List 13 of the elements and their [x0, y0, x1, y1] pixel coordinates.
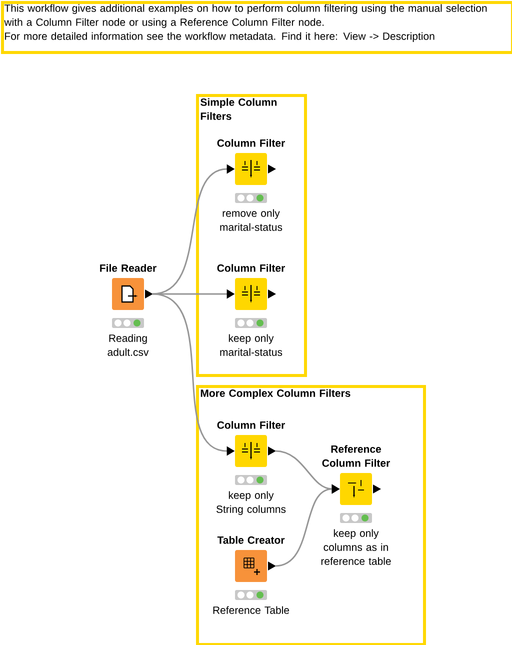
node-description: Reading adult.csv — [108, 334, 149, 356]
node-title: Column Filter — [217, 421, 285, 429]
node-description: keep only marital-status — [220, 334, 282, 356]
node-title: Column Filter — [217, 264, 285, 272]
note-box: This workflow gives additional examples on how to perform column filtering using the manual selection with a Column Filter node or using a Reference Column Filter node. For more detailed information see the workflow metadata. Find it here: View -> Description — [1, 1, 512, 54]
node-title: Column Filter — [217, 139, 285, 147]
node-title: Reference Column Filter — [322, 445, 390, 467]
node-description: keep only String columns — [216, 491, 286, 515]
node-description: keep only columns as in reference table — [321, 529, 391, 565]
node-description: remove only marital-status — [220, 209, 282, 231]
node-title: File Reader — [100, 264, 156, 272]
node-title: Table Creator — [217, 536, 285, 544]
node-description: Reference Table — [213, 606, 290, 614]
